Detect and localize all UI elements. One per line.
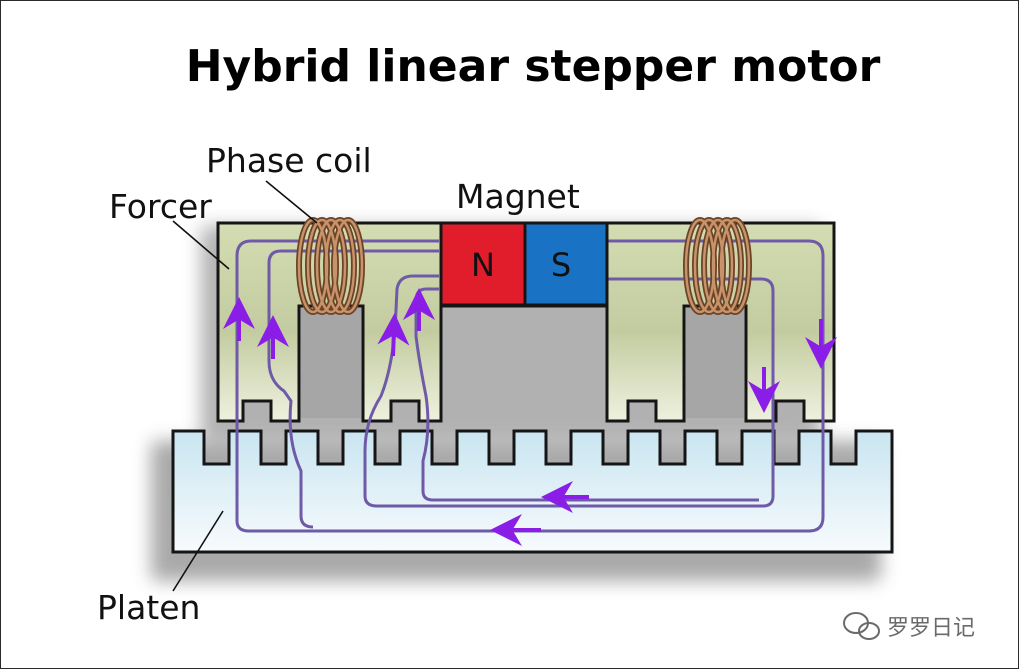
phase-coil-leader <box>265 180 318 224</box>
platen-label: Platen <box>97 588 200 627</box>
diagram-title: Hybrid linear stepper motor <box>186 41 881 92</box>
wechat-icon <box>843 612 880 640</box>
flux-path-inner <box>363 274 775 508</box>
phase-coil-label: Phase coil <box>206 141 372 180</box>
forcer-slot-right <box>686 308 744 418</box>
forcer-leader <box>172 220 230 270</box>
platen-leader <box>172 510 224 592</box>
watermark: 罗罗日记 <box>843 612 975 641</box>
magnet-south-pole <box>523 221 609 307</box>
platen <box>171 429 894 554</box>
magnet-south-label: S <box>551 246 571 284</box>
flux-path-outer-inner <box>267 249 439 529</box>
phase-coil-right <box>683 217 752 315</box>
phase-coil-left <box>296 217 365 315</box>
forcer-label: Forcer <box>109 187 212 226</box>
magnet: N S <box>439 221 609 307</box>
magnet-north-label: N <box>471 246 495 284</box>
forcer-slot-left <box>301 308 361 418</box>
flux-arrows <box>223 288 837 546</box>
flux-arrow-up-3 <box>377 313 410 357</box>
watermark-text: 罗罗日记 <box>887 616 975 641</box>
magnet-label: Magnet <box>456 177 580 216</box>
magnet-north-pole <box>439 221 527 307</box>
